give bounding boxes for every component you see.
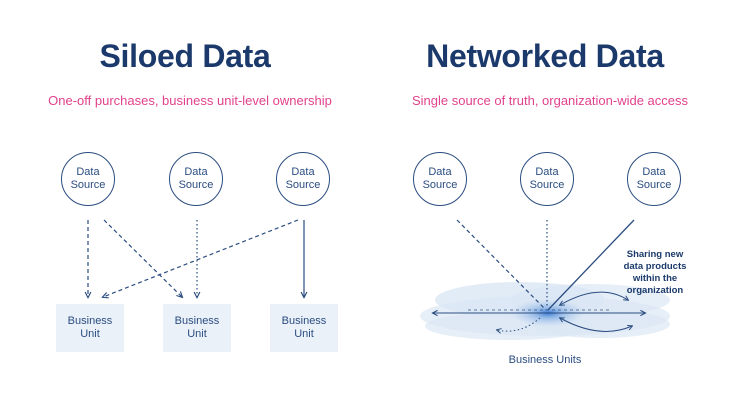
business-unit-label: Business Unit (174, 315, 220, 340)
sharing-arrow-lower-left (497, 317, 541, 331)
networked-data-source-2: Data Source (520, 152, 574, 206)
data-source-label: Data Source (285, 166, 321, 191)
hub-connector-solid (547, 219, 635, 311)
sharing-annotation: Sharing new data products within the org… (623, 249, 687, 296)
networked-data-subtitle: Single source of truth, organization-wid… (411, 93, 689, 108)
networked-connectors (433, 219, 645, 332)
hub-connector-dashed (456, 219, 547, 311)
business-unit-3: Business Unit (270, 304, 338, 352)
connector-dashed-cross-left (103, 219, 299, 297)
data-source-label: Data Source (636, 166, 672, 191)
siloed-data-title: Siloed Data (99, 38, 271, 74)
networked-data-title: Networked Data (426, 38, 664, 74)
siloed-connectors (88, 219, 304, 297)
sharing-arrow-upper-right (560, 291, 628, 305)
siloed-data-source-2: Data Source (169, 152, 223, 206)
siloed-data-subtitle: One-off purchases, business unit-level o… (48, 93, 332, 108)
sharing-arrow-lower-right (560, 318, 632, 332)
data-source-label: Data Source (70, 166, 106, 191)
data-source-label: Data Source (178, 166, 214, 191)
connector-dashed-cross-right (103, 219, 182, 297)
networked-data-source-3: Data Source (627, 152, 681, 206)
data-source-label: Data Source (422, 166, 458, 191)
siloed-data-source-1: Data Source (61, 152, 115, 206)
business-units-label: Business Units (508, 354, 582, 366)
business-unit-1: Business Unit (56, 304, 124, 352)
siloed-data-source-3: Data Source (276, 152, 330, 206)
business-unit-label: Business Unit (67, 315, 113, 340)
networked-data-source-1: Data Source (413, 152, 467, 206)
data-source-label: Data Source (529, 166, 565, 191)
business-unit-label: Business Unit (281, 315, 327, 340)
business-unit-2: Business Unit (163, 304, 231, 352)
